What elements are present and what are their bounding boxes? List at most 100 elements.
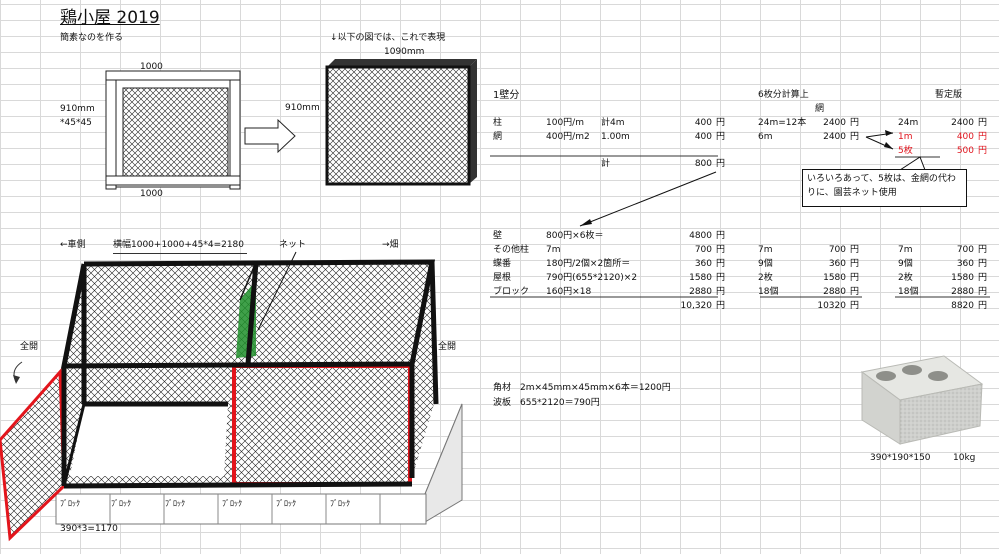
calc3-a: 7m: [758, 245, 773, 255]
label-open-right: 全開: [438, 342, 457, 352]
calc3-unit: 円: [850, 287, 860, 297]
calc2-amount: 700: [694, 245, 712, 255]
calc4-unit: 円: [978, 273, 988, 283]
panel-drawing: [325, 59, 477, 186]
calc2-amount: 360: [694, 259, 712, 269]
calc1-total-label: 計: [601, 159, 611, 169]
calc1-row-unit: 円: [716, 132, 726, 142]
block-label: ﾌﾞﾛｯｸ: [165, 499, 185, 508]
calc1-row-amount: 400: [694, 132, 712, 142]
label-right-side: →畑: [382, 240, 399, 250]
calc4-a: 1m: [898, 132, 913, 142]
calc3-unit: 円: [850, 118, 860, 128]
calc4-b: 500: [956, 146, 974, 156]
block-label: ﾌﾞﾛｯｸ: [276, 499, 296, 508]
calc3-a: 24m=12本: [758, 118, 807, 128]
block-calc: 390*3=1170: [60, 524, 118, 534]
calc4-b: 1580: [951, 273, 974, 283]
calc2-name: 屋根: [493, 273, 512, 283]
note-diagram: ↓以下の図では、これで表現: [330, 33, 446, 43]
calc2-unit: 円: [716, 273, 726, 283]
calc2-spec: 800円×6枚＝: [546, 231, 604, 241]
block-label: ﾌﾞﾛｯｸ: [222, 499, 242, 508]
materials-line-1: 角材 2m×45mm×45mm×6本＝1200円: [493, 383, 671, 393]
calc4-a: 18個: [898, 287, 919, 297]
calc3-a: 6m: [758, 132, 773, 142]
calc3-b: 2880: [823, 287, 846, 297]
calc4-total-unit: 円: [978, 301, 988, 311]
calc1-header: 1壁分: [493, 90, 520, 101]
calc1-row-qty: 計4m: [601, 118, 625, 128]
red-door: [232, 364, 412, 486]
calc3-b: 360: [828, 259, 846, 269]
calc4-a: 9個: [898, 259, 913, 269]
calc3-b: 700: [828, 245, 846, 255]
calc2-spec: 7m: [546, 245, 561, 255]
calc3-a: 18個: [758, 287, 779, 297]
calc3-subheader: 網: [815, 104, 825, 114]
calc2-spec: 790円(655*2120)×2: [546, 273, 638, 283]
calc2-amount: 1580: [689, 273, 712, 283]
calc3-unit: 円: [850, 273, 860, 283]
label-net: ネット: [279, 240, 307, 250]
calc4-a: 5枚: [898, 146, 913, 156]
calc2-name: 壁: [493, 231, 503, 241]
calc4-b: 400: [956, 132, 974, 142]
calc3-a: 9個: [758, 259, 773, 269]
calc4-unit: 円: [978, 287, 988, 297]
calc4-unit: 円: [978, 146, 988, 156]
calc3-unit: 円: [850, 245, 860, 255]
calc1-total-unit: 円: [716, 159, 726, 169]
calc4-b: 2400: [951, 118, 974, 128]
calc2-name: その他柱: [493, 245, 530, 255]
block-label: ﾌﾞﾛｯｸ: [330, 499, 350, 508]
calc3-total-unit: 円: [850, 301, 860, 311]
label-open-left: 全開: [20, 342, 39, 352]
calc4-unit: 円: [978, 118, 988, 128]
calc2-spec: 180円/2個×2箇所＝: [546, 259, 631, 269]
calc4-total: 8820: [951, 301, 974, 311]
calc1-row-amount: 400: [694, 118, 712, 128]
calc3-unit: 円: [850, 259, 860, 269]
calc2-unit: 円: [716, 287, 726, 297]
block-size-caption: 390*190*150: [870, 453, 931, 463]
calc2-amount: 2880: [689, 287, 712, 297]
block-row: [55, 493, 427, 525]
calc4-a: 7m: [898, 245, 913, 255]
calc1-row-name: 網: [493, 132, 503, 142]
frame-3d-drawing: [105, 70, 241, 190]
calc3-b: 2400: [823, 132, 846, 142]
calc1-row-spec: 100円/m: [546, 118, 584, 128]
calc2-name: ブロック: [493, 287, 530, 297]
panel-height: 910mm: [285, 103, 320, 113]
frame-width-bottom: 1000: [140, 189, 163, 199]
frame-width-top: 1000: [140, 62, 163, 72]
calc1-row-qty: 1.00m: [601, 132, 630, 142]
calc4-b: 360: [956, 259, 974, 269]
calc4-unit: 円: [978, 259, 988, 269]
calc1-total: 800: [694, 159, 712, 169]
calc4-a: 2枚: [898, 273, 913, 283]
calc1-row-spec: 400円/m2: [546, 132, 590, 142]
block-label: ﾌﾞﾛｯｸ: [60, 499, 80, 508]
calc4-unit: 円: [978, 132, 988, 142]
calc1-row-name: 柱: [493, 118, 503, 128]
frame-section: *45*45: [60, 118, 92, 128]
calc3-unit: 円: [850, 132, 860, 142]
calc2-amount: 4800: [689, 231, 712, 241]
block-weight-caption: 10kg: [953, 453, 976, 463]
right-arrow-icon: [244, 118, 296, 154]
calc2-name: 蝶番: [493, 259, 512, 269]
label-width-calc: 横幅1000+1000+45*4=2180: [113, 240, 245, 250]
left-open-panel: [0, 368, 66, 542]
comment-box[interactable]: いろいろあって、5枚は、金網の代わりに、園芸ネット使用: [802, 169, 967, 207]
block-label: ﾌﾞﾛｯｸ: [111, 499, 131, 508]
note-simple: 簡素なのを作る: [60, 33, 124, 43]
frame-height: 910mm: [60, 104, 95, 114]
calc1-row-unit: 円: [716, 118, 726, 128]
calc4-b: 700: [956, 245, 974, 255]
panel-width: 1090mm: [384, 47, 425, 57]
calc3-b: 1580: [823, 273, 846, 283]
